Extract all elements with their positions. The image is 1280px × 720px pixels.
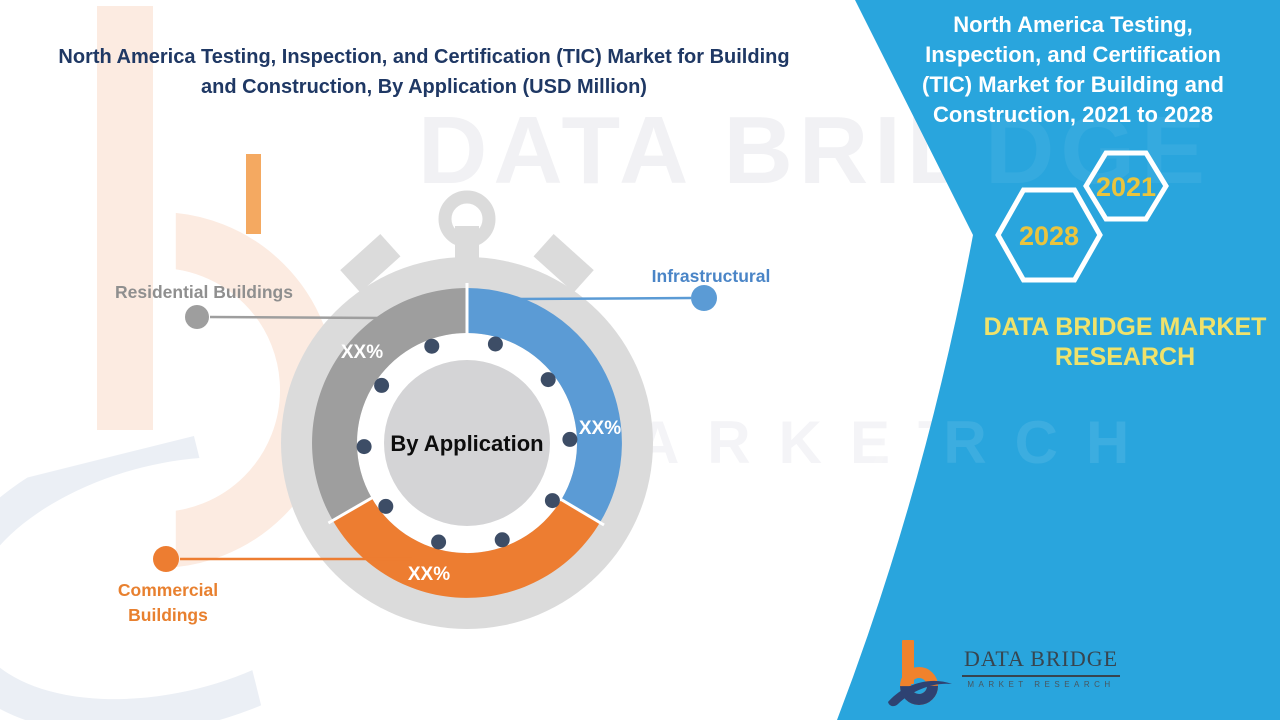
stopwatch-right-button bbox=[533, 234, 594, 293]
chart-center-label: By Application bbox=[390, 431, 543, 456]
segment-residential bbox=[312, 288, 467, 521]
panel-brand-line1: DATA BRIDGE MARKET bbox=[983, 313, 1267, 341]
infrastructural-callout-line bbox=[516, 296, 692, 301]
residential-label: Residential Buildings bbox=[115, 282, 293, 302]
chart-center-disc bbox=[384, 360, 550, 526]
donut-chart: By Application XX% XX% XX% Residential B… bbox=[115, 190, 771, 629]
side-panel-title: North America Testing, Inspection, and C… bbox=[875, 10, 1271, 130]
databridge-logo: DATA BRIDGE MARKET RESEARCH bbox=[886, 638, 1121, 714]
databridge-logo-text: DATA BRIDGE MARKET RESEARCH bbox=[962, 646, 1121, 689]
infrastructural-label: Infrastructural bbox=[652, 266, 771, 286]
chart-title-line2: and Construction, By Application (USD Mi… bbox=[201, 76, 647, 98]
logo-subtitle: MARKET RESEARCH bbox=[967, 680, 1115, 689]
year-2021-label: 2021 bbox=[1096, 172, 1156, 202]
panel-brand-line2: RESEARCH bbox=[1054, 343, 1196, 371]
commercial-callout-dot bbox=[153, 546, 179, 572]
panel-brand-text: DATA BRIDGE MARKET RESEARCH bbox=[955, 312, 1280, 372]
chart-title-line1: North America Testing, Inspection, and C… bbox=[58, 46, 790, 68]
databridge-logo-icon bbox=[888, 640, 952, 707]
commercial-label-line1: Commercial bbox=[118, 580, 218, 600]
residential-value: XX% bbox=[341, 342, 383, 363]
year-2028-label: 2028 bbox=[1019, 221, 1079, 251]
chart-title: North America Testing, Inspection, and C… bbox=[0, 42, 848, 102]
side-panel-title-line1: North America Testing, bbox=[953, 12, 1193, 37]
segment-infrastructural bbox=[467, 288, 622, 523]
stopwatch-left-button bbox=[340, 234, 401, 293]
logo-title: DATA BRIDGE bbox=[962, 646, 1121, 677]
forecast-years-hexagons: 2021 2028 bbox=[995, 150, 1169, 283]
commercial-value: XX% bbox=[408, 564, 450, 585]
hexagon-2028 bbox=[995, 187, 1103, 283]
commercial-label-line2: Buildings bbox=[128, 605, 208, 625]
side-panel-title-line3: (TIC) Market for Building and bbox=[922, 72, 1224, 97]
dot-ring bbox=[356, 336, 578, 550]
segment-divider bbox=[556, 495, 605, 527]
residential-callout-line bbox=[209, 315, 384, 320]
side-panel-title-line2: Inspection, and Certification bbox=[925, 42, 1221, 67]
infrastructural-callout-dot bbox=[691, 285, 717, 311]
residential-callout-dot bbox=[185, 305, 209, 329]
hexagon-2021 bbox=[1083, 150, 1169, 222]
segment-commercial bbox=[332, 498, 600, 598]
segment-divider bbox=[327, 494, 377, 525]
infrastructural-value: XX% bbox=[579, 418, 621, 439]
side-panel-title-line4: Construction, 2021 to 2028 bbox=[933, 102, 1213, 127]
